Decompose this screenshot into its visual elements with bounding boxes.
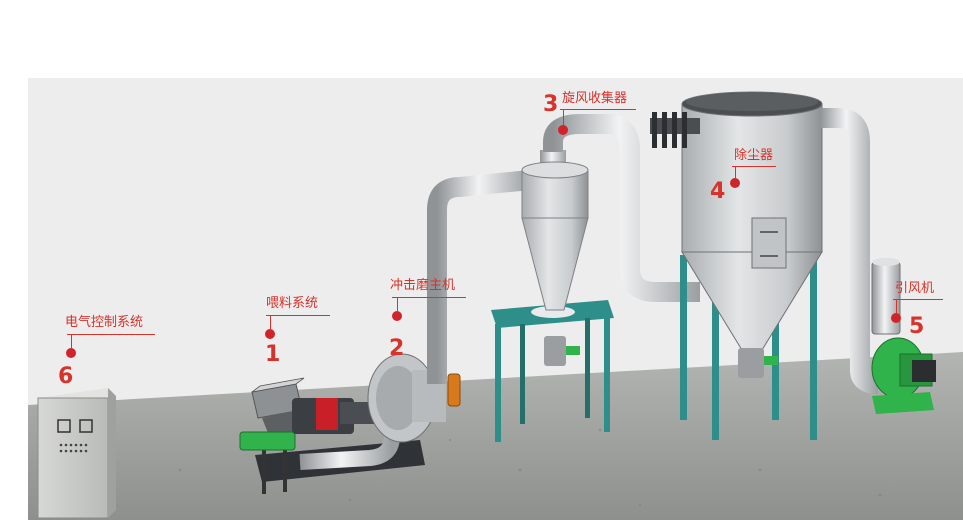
number-fan: 5: [909, 314, 925, 339]
induced-draft-fan: [871, 258, 936, 414]
number-dust: 4: [710, 179, 726, 204]
number-cyclone: 3: [543, 92, 559, 117]
marker-control: [66, 348, 76, 358]
label-fan: 引风机: [895, 281, 935, 296]
control-cabinet: [37, 388, 116, 519]
marker-fan: [891, 313, 901, 323]
label-cyclone: 旋风收集器: [562, 91, 628, 106]
pipe-to-fan: [820, 108, 879, 394]
mill-assembly: [239, 353, 461, 494]
number-feeding: 1: [265, 342, 281, 367]
marker-mill: [392, 311, 402, 321]
marker-cyclone: [558, 125, 568, 135]
marker-feeding: [265, 329, 275, 339]
dust-collector: [650, 91, 823, 440]
label-dust: 除尘器: [734, 148, 774, 163]
label-mill: 冲击磨主机: [390, 278, 456, 293]
marker-dust: [730, 178, 740, 188]
floor-speckle: [108, 428, 882, 507]
number-control: 6: [58, 364, 74, 389]
number-mill: 2: [389, 336, 405, 361]
cyclone-separator: [491, 150, 614, 442]
label-control: 电气控制系统: [65, 315, 144, 330]
label-feeding: 喂料系统: [266, 296, 319, 311]
